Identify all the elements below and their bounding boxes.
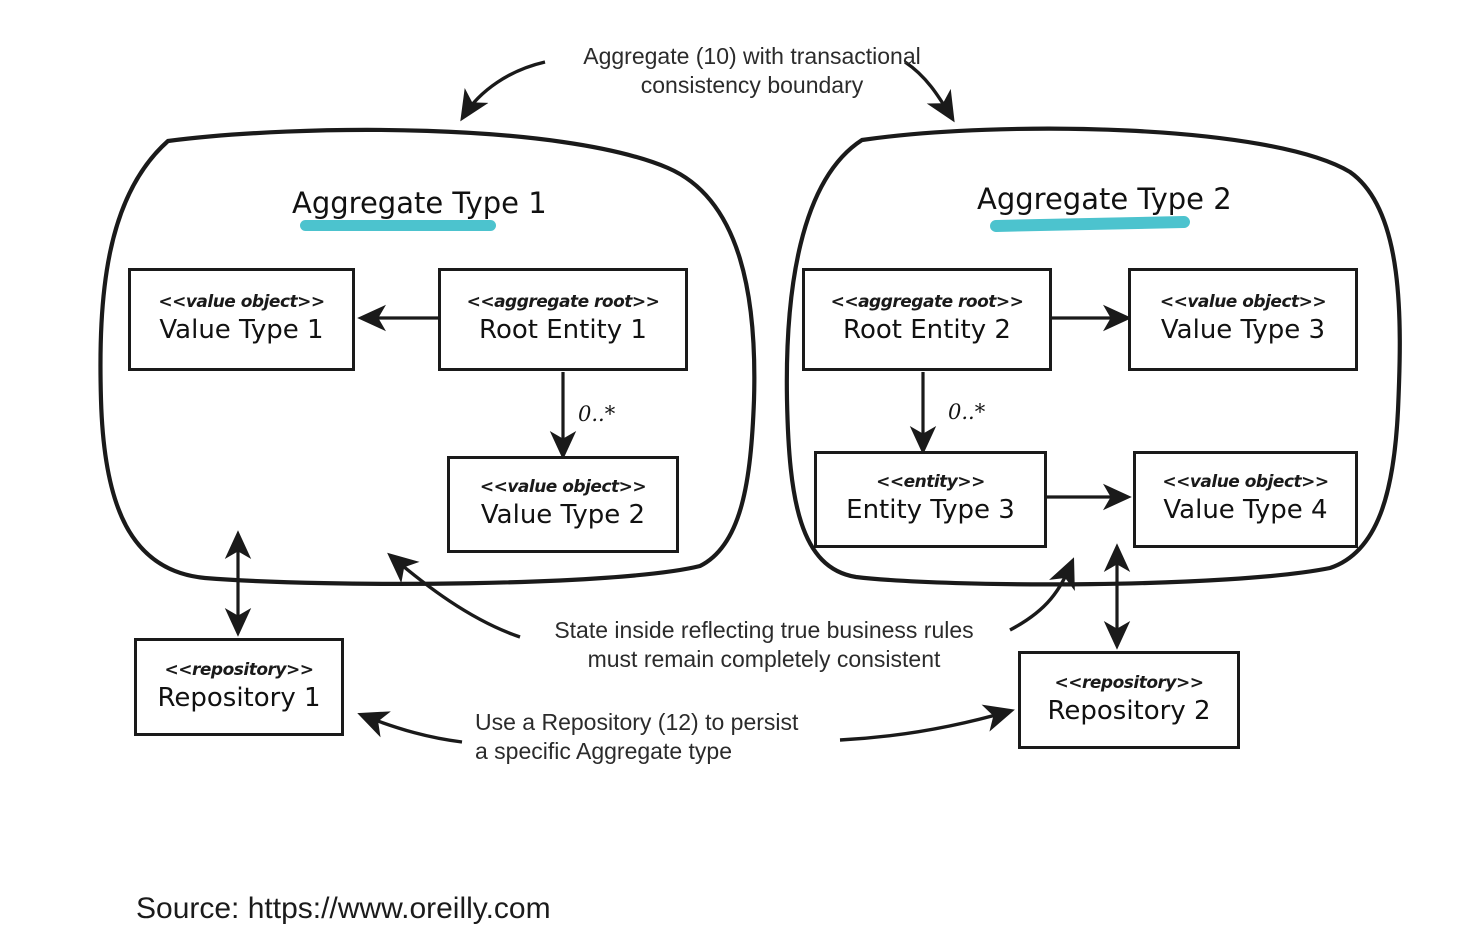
stereotype-label: <<value object>> bbox=[1162, 472, 1329, 493]
aggregate-title-1-highlight bbox=[300, 220, 496, 231]
stereotype-label: <<value object>> bbox=[479, 477, 647, 498]
class-name-label: Repository 2 bbox=[1047, 695, 1211, 726]
multiplicity-label-aggregate-1: 0..* bbox=[578, 402, 616, 426]
repository-callout-arrow-left bbox=[357, 711, 463, 744]
callout-state-consistency: State inside reflecting true business ru… bbox=[554, 617, 974, 673]
class-name-label: Repository 1 bbox=[157, 682, 321, 713]
stereotype-label: <<aggregate root>> bbox=[466, 292, 660, 313]
class-name-label: Entity Type 3 bbox=[846, 495, 1015, 526]
uml-box-repository-1[interactable]: <<repository>> Repository 1 bbox=[134, 638, 344, 736]
class-name-label: Value Type 4 bbox=[1163, 495, 1328, 526]
aggregate-title-2: Aggregate Type 2 bbox=[977, 182, 1232, 216]
class-name-label: Value Type 2 bbox=[480, 500, 646, 531]
state-callout-arrow-left bbox=[387, 552, 521, 639]
stereotype-label: <<entity>> bbox=[876, 472, 985, 493]
uml-box-value-type-1[interactable]: <<value object>> Value Type 1 bbox=[128, 268, 355, 371]
stereotype-label: <<repository>> bbox=[1054, 672, 1204, 693]
source-caption: Source: https://www.oreilly.com bbox=[136, 892, 551, 925]
uml-box-root-entity-2[interactable]: <<aggregate root>> Root Entity 2 bbox=[802, 268, 1052, 371]
aggregate-boundary-2 bbox=[784, 126, 1402, 587]
class-name-label: Value Type 3 bbox=[1160, 315, 1326, 346]
uml-box-value-type-2[interactable]: <<value object>> Value Type 2 bbox=[447, 456, 679, 553]
class-name-label: Root Entity 1 bbox=[479, 315, 647, 346]
callout-aggregate-boundary: Aggregate (10) with transactional consis… bbox=[583, 43, 921, 99]
uml-box-repository-2[interactable]: <<repository>> Repository 2 bbox=[1018, 651, 1240, 749]
callout-use-repository: Use a Repository (12) to persist a speci… bbox=[475, 709, 799, 765]
state-callout-arrow-right bbox=[1009, 557, 1075, 632]
aggregate-boundary-1 bbox=[98, 127, 757, 586]
stereotype-label: <<aggregate root>> bbox=[830, 292, 1024, 313]
top-callout-arrow-left bbox=[460, 60, 546, 122]
class-name-label: Value Type 1 bbox=[159, 315, 324, 346]
uml-box-value-type-4[interactable]: <<value object>> Value Type 4 bbox=[1133, 451, 1358, 548]
repository-callout-arrow-right bbox=[839, 704, 1015, 742]
uml-box-entity-type-3[interactable]: <<entity>> Entity Type 3 bbox=[814, 451, 1047, 548]
uml-box-value-type-3[interactable]: <<value object>> Value Type 3 bbox=[1128, 268, 1358, 371]
uml-box-root-entity-1[interactable]: <<aggregate root>> Root Entity 1 bbox=[438, 268, 688, 371]
stereotype-label: <<value object>> bbox=[1159, 292, 1327, 313]
class-name-label: Root Entity 2 bbox=[843, 315, 1011, 346]
stereotype-label: <<value object>> bbox=[158, 292, 325, 313]
stereotype-label: <<repository>> bbox=[164, 659, 314, 680]
top-callout-arrow-right bbox=[904, 60, 955, 123]
aggregate-title-1: Aggregate Type 1 bbox=[292, 186, 547, 220]
multiplicity-label-aggregate-2: 0..* bbox=[948, 400, 986, 424]
